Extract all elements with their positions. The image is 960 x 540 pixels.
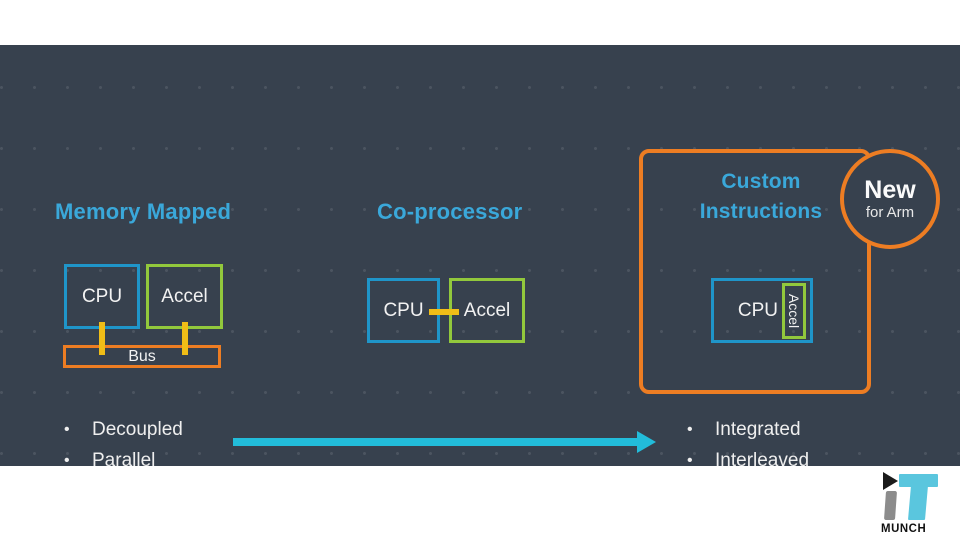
bullet-icon: • [64,420,70,438]
bullet-text: Decoupled [92,418,183,440]
play-triangle-icon [883,472,898,490]
itmunch-logo: MUNCH [878,468,946,538]
badge-for-arm-label: for Arm [865,203,915,221]
list-item: • Parallel [58,445,183,476]
bus-label: Bus [128,347,156,365]
bullet-text: Integrated [715,418,801,440]
badge-new-label: New [864,175,916,204]
bullet-icon: • [687,451,693,469]
cpu-label: CPU [737,299,778,321]
bullet-icon: • [687,420,693,438]
bullet-icon: • [64,451,70,469]
list-item: • Integrated [681,414,809,445]
custom-instructions-bullet-list: • Integrated • Interleaved [681,414,809,476]
custom-instructions-frame [639,149,871,394]
co-processor-title: Co-processor [377,199,523,224]
logo-letter-i [883,491,898,520]
accel-bus-connector [182,322,188,355]
bullet-text: Parallel [92,449,156,471]
custom-instructions-accel-box: Accel [782,283,806,339]
cpu-bus-connector [99,322,105,355]
flow-arrow-head [637,431,656,453]
cpu-label: CPU [383,299,424,321]
cpu-label: CPU [81,285,123,307]
memory-mapped-title: Memory Mapped [55,199,232,224]
memory-mapped-bullet-list: • Decoupled • Parallel [58,414,183,476]
bus-box: Bus [63,345,221,368]
new-for-arm-badge: New for Arm [840,149,940,249]
logo-wordmark: MUNCH [881,521,927,535]
list-item: • Interleaved [681,445,809,476]
bullet-text: Interleaved [715,449,810,471]
custom-instructions-title: Custom Instructions [699,170,823,223]
memory-mapped-cpu-box: CPU [64,264,140,329]
accel-label-rotated: Accel [786,293,803,329]
logo-letter-t-stem [907,474,930,520]
accel-label: Accel [463,299,511,321]
diagram-panel: Memory Mapped CPU Accel Bus Co-processor… [0,45,960,471]
accel-label: Accel [161,285,208,307]
memory-mapped-accel-box: Accel [146,264,223,329]
flow-arrow [233,438,637,446]
cpu-accel-connector [429,309,459,315]
co-processor-accel-box: Accel [449,278,525,343]
list-item: • Decoupled [58,414,183,445]
custom-instructions-cpu-box: CPU Accel [711,278,813,343]
